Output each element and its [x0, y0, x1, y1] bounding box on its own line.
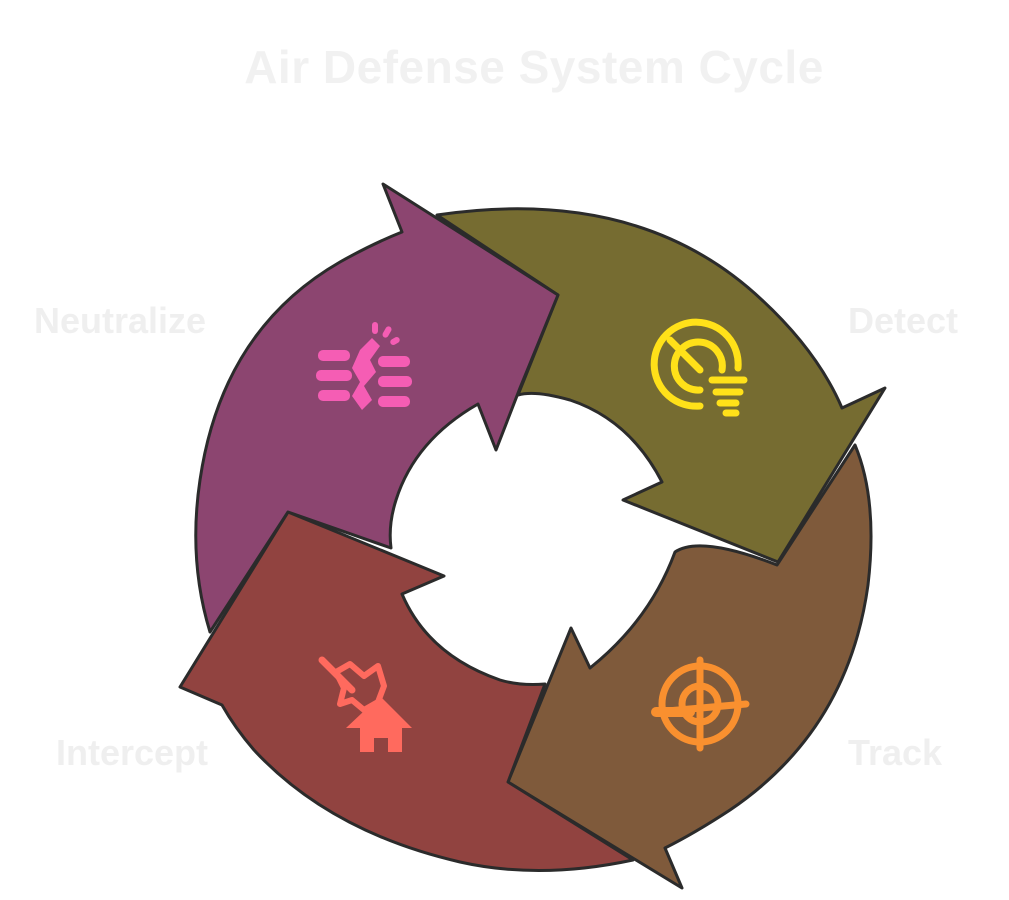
label-detect: Detect [848, 300, 959, 341]
label-neutralize: Neutralize [34, 300, 207, 341]
label-intercept: Intercept [56, 732, 209, 773]
label-track: Track [848, 732, 943, 773]
radar-icon [650, 318, 748, 417]
broken-missile-icon [316, 322, 412, 410]
segment-neutralize [194, 182, 560, 634]
segment-intercept [178, 510, 635, 872]
crosshair-target-icon [651, 656, 750, 752]
missile-strike-icon [318, 656, 412, 752]
diagram-title: Air Defense System Cycle [244, 41, 824, 93]
